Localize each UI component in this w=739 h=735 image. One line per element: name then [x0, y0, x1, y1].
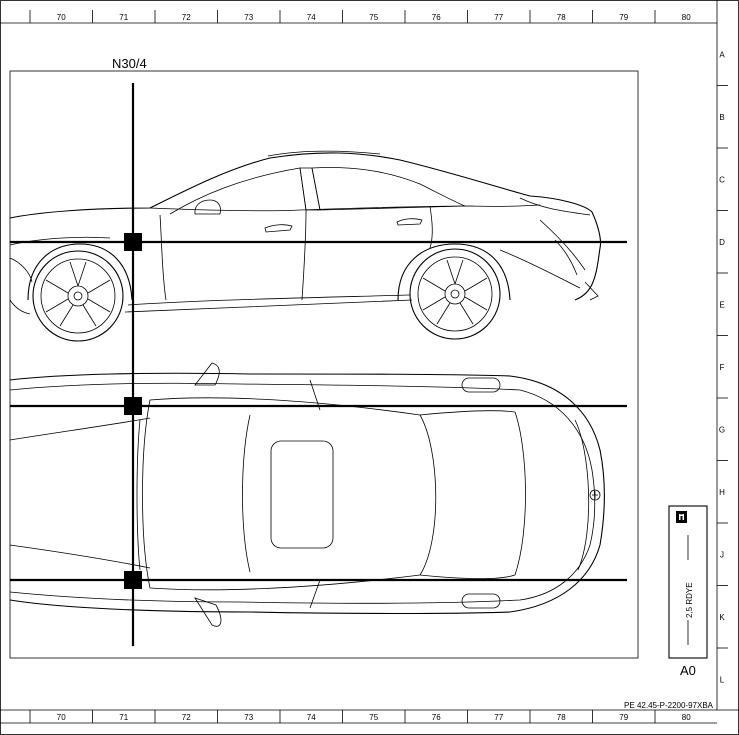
row-label: H: [719, 488, 725, 497]
connector-marker-top-right[interactable]: [124, 571, 142, 589]
row-label: C: [719, 175, 725, 184]
column-label: 70: [57, 13, 66, 22]
column-label: 74: [307, 13, 316, 22]
row-label: F: [720, 363, 725, 372]
row-label: J: [720, 550, 724, 559]
info-box: 2,5 RDYE: [668, 505, 708, 659]
row-label: D: [719, 238, 725, 247]
column-label: 79: [619, 713, 628, 722]
zone-label: A0: [680, 663, 696, 678]
row-label: L: [720, 675, 725, 684]
column-label: 70: [57, 713, 66, 722]
info-icon[interactable]: [676, 511, 687, 523]
column-label: 78: [557, 13, 566, 22]
column-label: 75: [369, 713, 378, 722]
car-side-view: [9, 150, 602, 342]
column-label: 80: [682, 713, 691, 722]
column-label: 72: [182, 13, 191, 22]
right-row-ruler: A B C D E F G H J K L: [717, 50, 728, 684]
column-label: 76: [432, 13, 441, 22]
info-text: 2,5 RDYE: [685, 582, 694, 618]
column-label: 71: [119, 713, 128, 722]
row-label: B: [719, 113, 724, 122]
column-label: 75: [369, 13, 378, 22]
column-label: 80: [682, 13, 691, 22]
column-label: 72: [182, 713, 191, 722]
connector-marker-side[interactable]: [124, 233, 142, 251]
row-label: G: [719, 425, 725, 434]
column-label: 76: [432, 713, 441, 722]
row-label: E: [719, 300, 724, 309]
drawing-viewport: [9, 70, 639, 659]
bottom-column-ruler: 70 71 72 73 74 75 76 77 78 79 80: [0, 709, 739, 724]
column-label: 71: [119, 13, 128, 22]
column-label: 77: [494, 13, 503, 22]
top-column-ruler: 70 71 72 73 74 75 76 77 78 79 80: [0, 0, 718, 710]
connector-marker-top-left[interactable]: [124, 397, 142, 415]
column-label: 78: [557, 713, 566, 722]
row-label: K: [719, 613, 725, 622]
car-top-view: [9, 362, 606, 627]
column-label: 73: [244, 13, 253, 22]
location-markers: [10, 83, 627, 646]
row-label: A: [719, 50, 725, 59]
column-label: 79: [619, 13, 628, 22]
column-label: 77: [494, 713, 503, 722]
connector-label: N30/4: [112, 56, 147, 71]
column-label: 73: [244, 713, 253, 722]
column-label: 74: [307, 713, 316, 722]
drawing-id: PE 42.45-P-2200-97XBA: [624, 701, 714, 710]
